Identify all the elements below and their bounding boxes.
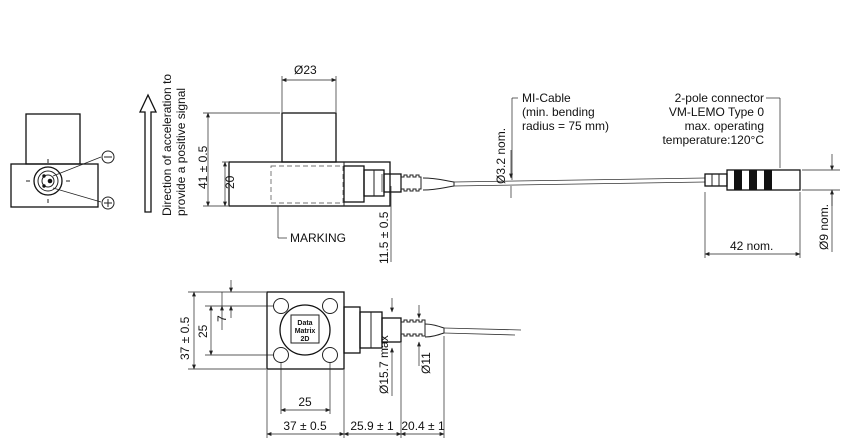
diameter-23-label: Ø23 <box>294 63 317 77</box>
side-view <box>228 112 801 207</box>
cable-label-line-3: radius = 75 mm) <box>522 119 609 133</box>
height-41-label: 41 ± 0.5 <box>196 145 210 189</box>
diameter-11-label: Ø11 <box>419 352 433 374</box>
connector-label-line-1: 2-pole connector <box>675 91 764 105</box>
top-view-dimensions <box>188 280 445 438</box>
top-view <box>266 291 522 370</box>
hole-spacing-horizontal-label: 25 <box>298 395 312 409</box>
connector-label-line-4: temperature:120°C <box>662 133 764 147</box>
base-height-label: 37 ± 0.5 <box>178 316 192 360</box>
diameter-15-7-label: Ø15.7 max <box>377 335 391 394</box>
cable-label-line-2: (min. bending <box>522 105 595 119</box>
hole-spacing-vertical-label: 25 <box>196 324 210 338</box>
front-view <box>10 113 115 210</box>
data-matrix-line-3: 2D <box>301 336 310 343</box>
height-20-label: 20 <box>223 175 237 189</box>
data-matrix-line-1: Data <box>297 320 312 327</box>
connector-diameter-label: Ø9 nom. <box>817 204 831 250</box>
cable-diameter-label: Ø3.2 nom. <box>494 128 508 184</box>
direction-label-line-2: provide a positive signal <box>174 88 188 216</box>
plus-symbol-icon <box>101 196 115 210</box>
marking-label: MARKING <box>290 231 346 245</box>
side-view-dimensions <box>203 76 840 262</box>
dim-25-9-label: 25.9 ± 1 <box>350 419 394 433</box>
direction-label-line-1: Direction of acceleration to <box>160 74 174 216</box>
connector-length-label: 42 nom. <box>730 239 773 253</box>
data-matrix-line-2: Matrix <box>295 328 316 335</box>
offset-7-label: 7 <box>215 315 229 322</box>
connector-label-line-2: VM-LEMO Type 0 <box>669 105 764 119</box>
connector-label-line-3: max. operating <box>685 119 764 133</box>
base-width-label: 37 ± 0.5 <box>283 419 327 433</box>
minus-symbol-icon <box>101 150 115 164</box>
cable-label-line-1: MI-Cable <box>522 91 571 105</box>
dim-11-5-label: 11.5 ± 0.5 <box>377 211 391 264</box>
direction-arrow-icon <box>138 93 158 213</box>
dim-20-4-label: 20.4 ± 1 <box>401 419 445 433</box>
